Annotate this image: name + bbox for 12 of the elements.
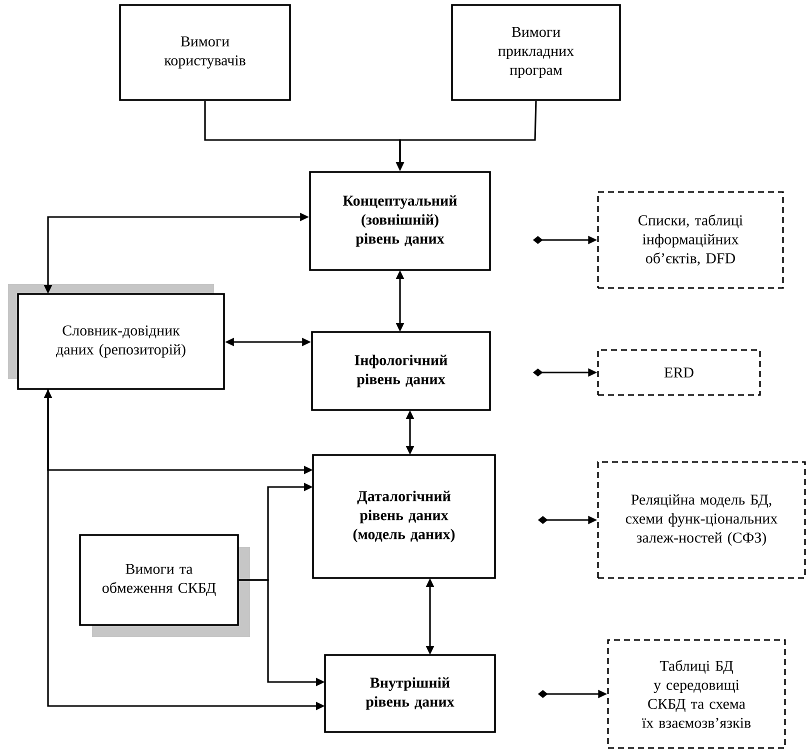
output-box: Реляційна модель БД, схеми функ-ціональних залеж-ностей (СФЗ) — [597, 461, 806, 579]
output-box: Таблиці БД у середовищі СКБД та схема їх взаємозв’язків — [607, 639, 786, 749]
level-box: Даталогічний рівень даних (модель даних) — [312, 454, 496, 579]
output-box: Списки, таблиці інформаційних об’єктів, DFD — [597, 191, 784, 289]
dictionary-box: Словник-довідник даних (репозиторій) — [8, 284, 225, 390]
output-box: ERD — [597, 349, 761, 396]
requirements-box: Вимоги прикладних програм — [451, 4, 621, 101]
level-box: Концептуальний (зовнішній) рівень даних — [309, 171, 491, 271]
requirements-box: Вимоги користувачів — [119, 4, 291, 101]
level-box: Інфологічний рівень даних — [311, 331, 491, 411]
level-box: Внутрішній рівень даних — [324, 654, 496, 733]
requirements-box: Вимоги та обмеження СКБД — [79, 534, 250, 637]
